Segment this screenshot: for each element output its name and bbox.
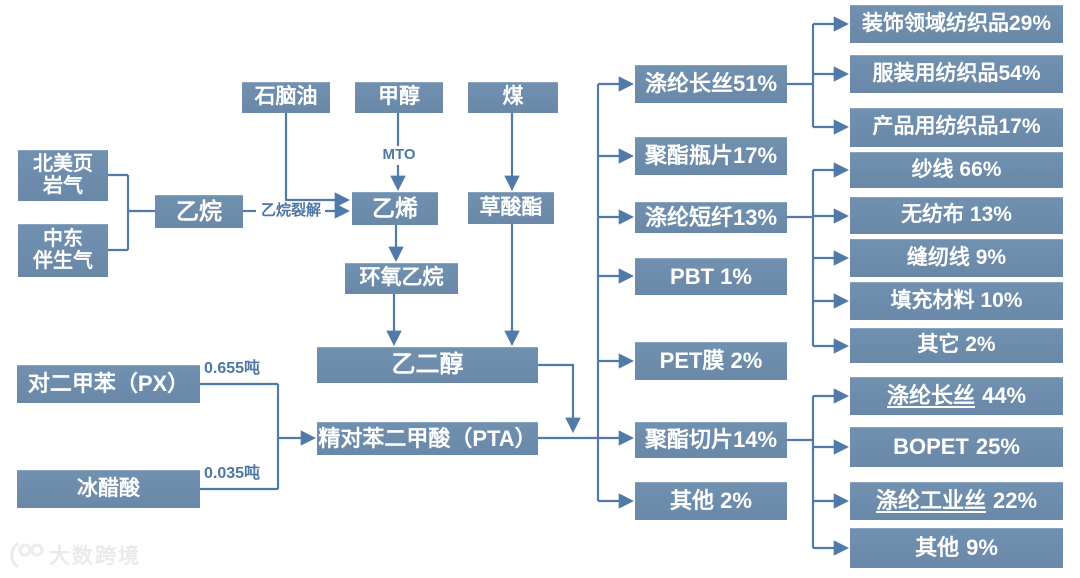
edge-gas-bracket: [108, 173, 130, 252]
node-product-pet-film: PET膜 2%: [635, 342, 787, 380]
chip-use-value: 22%: [992, 488, 1038, 514]
node-product-bottle-chip17: 聚酯瓶片17%: [635, 137, 787, 175]
watermark-text: 大数跨境: [49, 545, 141, 568]
chip-use-label: 其他: [915, 535, 960, 561]
node-use-chip-other: 其他 9%: [850, 528, 1063, 568]
node-acetic-acid: 冰醋酸: [17, 470, 200, 508]
chip-use-label: 涤纶工业丝: [875, 488, 986, 514]
chip-use-value: 25%: [975, 434, 1020, 460]
edge-label-px-ratio: 0.655吨: [204, 360, 261, 377]
node-use-filler: 填充材料 10%: [850, 282, 1063, 320]
chip-use-label: 涤纶长丝: [886, 383, 975, 409]
chip-use-value: 9%: [966, 535, 998, 561]
edge-label-ethane-cracking: 乙烷裂解: [260, 202, 321, 219]
node-use-decor-textile: 装饰领域纺织品29%: [850, 5, 1063, 43]
node-oxalate: 草酸酯: [468, 192, 554, 224]
node-use-staple-other: 其它 2%: [850, 328, 1063, 363]
edge-naphtha-to-ethylene: [284, 112, 351, 208]
edge-staple-branch: [787, 170, 815, 346]
edge-meg-to-junction: [538, 363, 581, 434]
watermark-logo-icon: [10, 542, 44, 568]
edge-label-mto: MTO: [382, 146, 416, 163]
node-associated-gas: 中东 伴生气: [18, 224, 108, 277]
node-product-pbt: PBT 1%: [635, 258, 787, 295]
edge-chip-branch: [787, 396, 815, 548]
node-use-sewing-thread: 缝纫线 9%: [850, 239, 1063, 277]
node-product-staple13: 涤纶短纤13%: [635, 202, 787, 233]
node-use-apparel-textile: 服装用纺织品54%: [850, 55, 1063, 93]
edge-px-bracket: [200, 382, 280, 491]
node-use-product-textile: 产品用纺织品17%: [850, 108, 1063, 147]
node-naphtha: 石脑油: [242, 82, 330, 113]
node-meg: 乙二醇: [317, 347, 538, 383]
node-use-yarn: 纱线 66%: [850, 152, 1063, 188]
node-ethylene-oxide: 环氧乙烷: [345, 263, 458, 294]
node-methanol: 甲醇: [355, 82, 443, 113]
node-pta: 精对苯二甲酸（PTA）: [317, 422, 538, 455]
node-px: 对二甲苯（PX）: [17, 365, 200, 403]
edge-filament-branch: [787, 24, 815, 127]
node-use-filament44: 涤纶长丝 44%: [850, 377, 1063, 415]
node-use-industrial-yarn: 涤纶工业丝 22%: [850, 482, 1063, 520]
chip-use-value: 44%: [981, 383, 1027, 409]
node-ethane: 乙烷: [155, 195, 243, 228]
node-product-other2: 其他 2%: [635, 482, 787, 520]
edge-label-acetic-ratio: 0.035吨: [204, 465, 261, 482]
node-coal: 煤: [468, 82, 558, 113]
node-ethylene: 乙烯: [352, 192, 438, 225]
chip-use-label: BOPET: [893, 434, 969, 460]
node-product-filament51: 涤纶长丝51%: [635, 65, 787, 103]
watermark: 大数跨境: [8, 540, 141, 570]
node-shale-gas: 北美页 岩气: [18, 150, 108, 201]
node-use-nonwoven: 无纺布 13%: [850, 197, 1063, 234]
node-use-bopet: BOPET 25%: [850, 427, 1063, 467]
node-product-polyester-chip14: 聚酯切片14%: [635, 422, 787, 458]
